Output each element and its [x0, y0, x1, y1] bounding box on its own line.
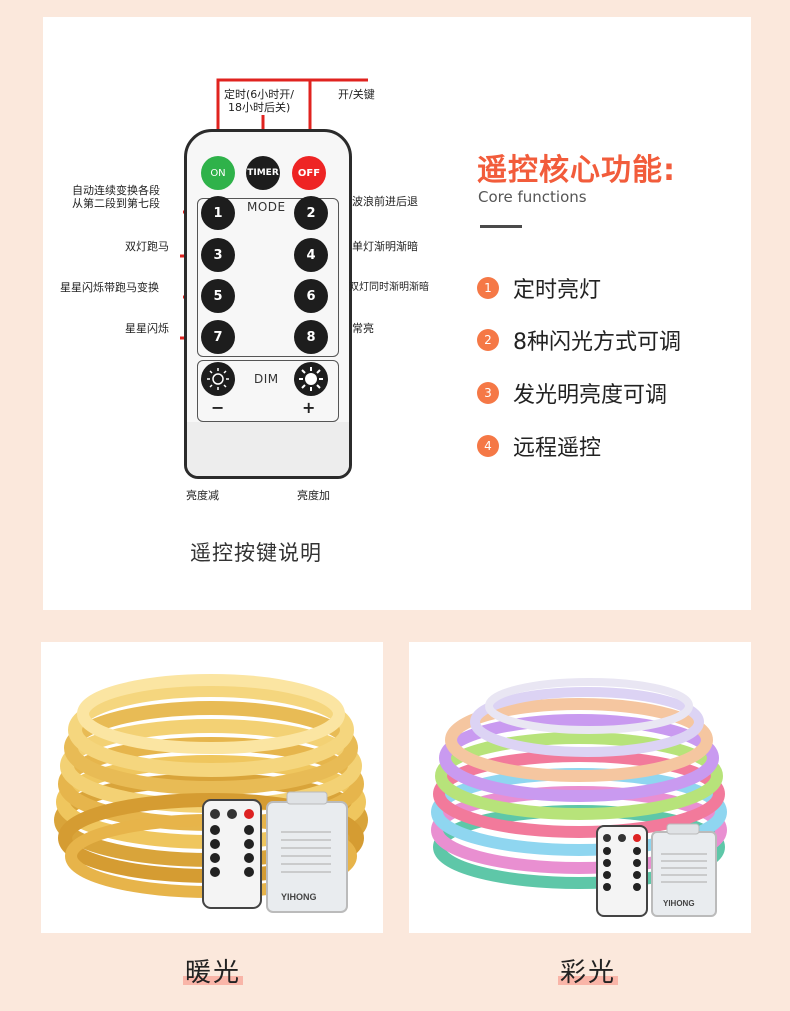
- sun-bright-icon: [299, 367, 323, 391]
- mode3-note: 双灯跑马: [125, 240, 169, 253]
- function-number: 1: [477, 277, 499, 299]
- product-label-text: 暖光: [185, 958, 242, 988]
- mode6-note: 双灯同时渐明渐暗: [349, 282, 429, 293]
- brand-text-colorful: YIHONG: [663, 899, 695, 908]
- mode7-note: 星星闪烁: [125, 322, 169, 335]
- product-label-colorful: 彩光: [558, 952, 619, 989]
- timer-note-line2: 18小时后关): [228, 101, 291, 114]
- dim-title: DIM: [254, 372, 279, 386]
- mode1-note: 自动连续变换各段 从第二段到第七段: [72, 184, 160, 210]
- product-label-warm: 暖光: [183, 952, 244, 989]
- functions-title: 遥控核心功能:: [477, 153, 676, 188]
- plus-sign: +: [302, 398, 316, 417]
- timer-button[interactable]: TIMER: [246, 156, 280, 190]
- warm-rope-light-image: YIHONG: [54, 674, 368, 913]
- product-card-colorful: YIHONG: [409, 642, 751, 933]
- dim-plus-note: 亮度加: [297, 489, 330, 502]
- dim-plus-button[interactable]: [294, 362, 328, 396]
- functions-subtitle: Core functions: [478, 188, 587, 206]
- colorful-rope-light-image: YIHONG: [431, 678, 727, 917]
- function-item-2: 2 8种闪光方式可调: [477, 324, 681, 356]
- mode-button-6[interactable]: 6: [294, 279, 328, 313]
- dim-minus-note: 亮度减: [186, 489, 219, 502]
- product-card-warm: YIHONG: [41, 642, 383, 933]
- function-number: 2: [477, 329, 499, 351]
- brand-text-warm: YIHONG: [281, 892, 317, 902]
- mode8-note: 常亮: [352, 322, 374, 335]
- function-text: 发光明亮度可调: [513, 383, 668, 408]
- function-item-4: 4 远程遥控: [477, 430, 601, 462]
- function-text: 8种闪光方式可调: [513, 330, 681, 355]
- off-button[interactable]: OFF: [292, 156, 326, 190]
- mode-group-box: [197, 198, 339, 357]
- mode1-note-line2: 从第二段到第七段: [72, 197, 160, 210]
- dim-minus-button[interactable]: [201, 362, 235, 396]
- on-button[interactable]: ON: [201, 156, 235, 190]
- function-number: 4: [477, 435, 499, 457]
- product-label-text: 彩光: [560, 958, 617, 988]
- mode2-note: 波浪前进后退: [352, 195, 418, 208]
- mode-button-4[interactable]: 4: [294, 238, 328, 272]
- function-text: 定时亮灯: [513, 278, 602, 303]
- timer-note-line1: 定时(6小时开/: [224, 88, 294, 101]
- functions-divider: [480, 225, 522, 228]
- mode-button-2[interactable]: 2: [294, 196, 328, 230]
- function-number: 3: [477, 382, 499, 404]
- mode5-note: 星星闪烁带跑马变换: [60, 281, 159, 294]
- function-item-3: 3 发光明亮度可调: [477, 377, 667, 409]
- remote-bottom-area: [187, 422, 349, 476]
- remote-function-panel: [43, 17, 751, 610]
- mode4-note: 单灯渐明渐暗: [352, 240, 418, 253]
- mode-title: MODE: [247, 200, 286, 214]
- dim-group-box: [197, 360, 339, 422]
- mode-button-3[interactable]: 3: [201, 238, 235, 272]
- sun-dim-icon: [207, 368, 229, 390]
- onoff-note: 开/关键: [338, 88, 375, 101]
- minus-sign: −: [211, 398, 225, 417]
- timer-note: 定时(6小时开/ 18小时后关): [224, 88, 294, 114]
- mode-button-8[interactable]: 8: [294, 320, 328, 354]
- mode-button-5[interactable]: 5: [201, 279, 235, 313]
- mode-button-7[interactable]: 7: [201, 320, 235, 354]
- mode-button-1[interactable]: 1: [201, 196, 235, 230]
- function-text: 远程遥控: [513, 436, 602, 461]
- mode1-note-line1: 自动连续变换各段: [72, 184, 160, 197]
- function-item-1: 1 定时亮灯: [477, 272, 601, 304]
- remote-caption: 遥控按键说明: [190, 541, 322, 565]
